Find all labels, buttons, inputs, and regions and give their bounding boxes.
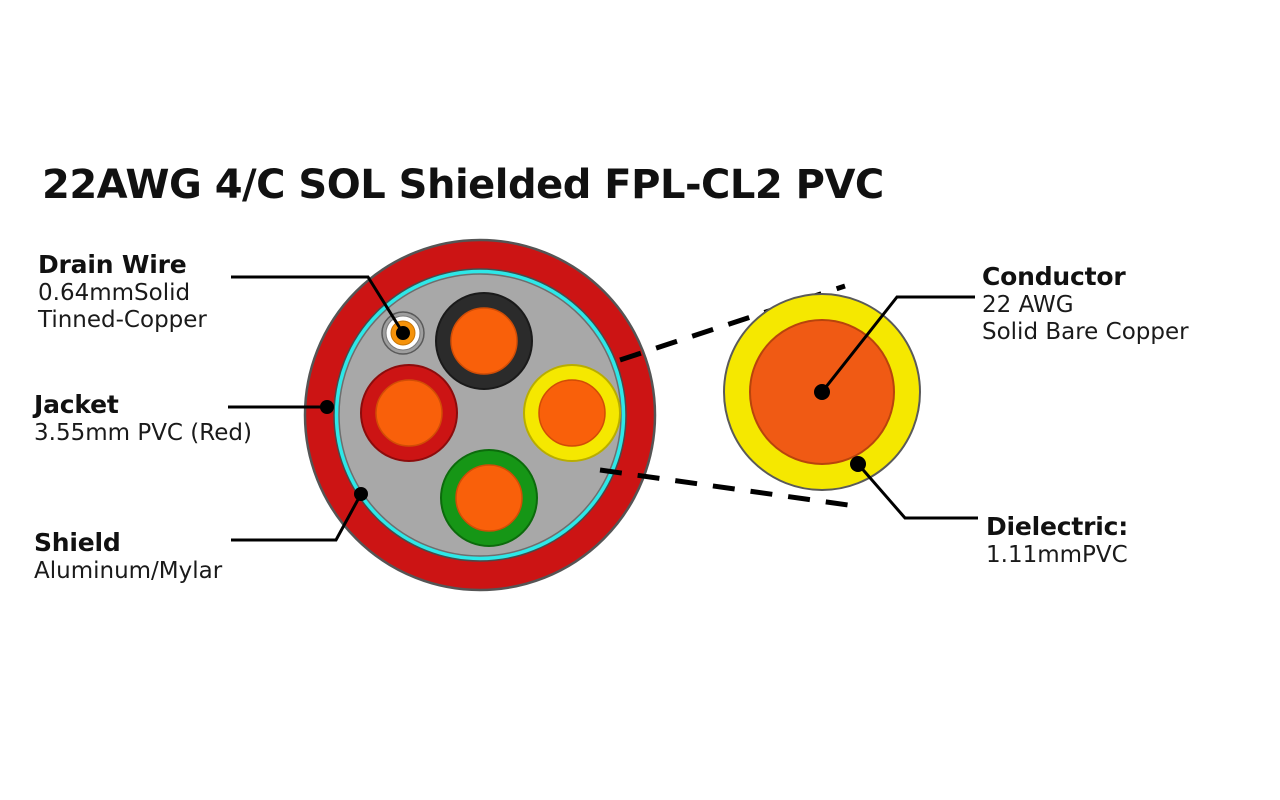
label-conductor-line2: Solid Bare Copper <box>982 319 1189 346</box>
yellow-conductor-core <box>538 379 606 447</box>
main-cable-group <box>303 238 657 592</box>
label-jacket: Jacket 3.55mm PVC (Red) <box>34 390 252 447</box>
label-shield: Shield Aluminum/Mylar <box>34 528 222 585</box>
label-drain-wire-title: Drain Wire <box>38 250 187 279</box>
label-drain-wire-line1: 0.64mmSolid <box>38 279 191 306</box>
page-title: 22AWG 4/C SOL Shielded FPL-CL2 PVC <box>42 162 884 208</box>
leader-dielectric <box>850 456 978 520</box>
label-dielectric-line1: 1.11mmPVC <box>986 541 1128 568</box>
label-conductor: Conductor 22 AWG Solid Bare Copper <box>982 262 1189 347</box>
black-conductor-core <box>450 307 518 375</box>
black-conductor <box>435 292 533 390</box>
leader-shield <box>231 487 368 542</box>
label-shield-title: Shield <box>34 528 121 557</box>
label-jacket-title: Jacket <box>34 390 119 419</box>
yellow-conductor <box>523 364 621 462</box>
red-conductor-core <box>375 379 443 447</box>
label-dielectric: Dielectric: 1.11mmPVC <box>986 512 1128 569</box>
label-jacket-line1: 3.55mm PVC (Red) <box>34 419 252 446</box>
label-drain-wire-line2: Tinned-Copper <box>38 307 207 334</box>
label-drain-wire: Drain Wire 0.64mmSolid Tinned-Copper <box>38 250 207 335</box>
green-conductor <box>440 449 538 547</box>
label-conductor-title: Conductor <box>982 262 1126 291</box>
label-shield-line1: Aluminum/Mylar <box>34 557 223 584</box>
leader-jacket <box>228 400 334 414</box>
leader-conductor <box>814 295 975 400</box>
red-conductor <box>360 364 458 462</box>
callout-dashed-lower <box>599 467 856 509</box>
leader-drain-wire <box>231 275 410 340</box>
label-dielectric-title: Dielectric: <box>986 512 1129 541</box>
green-conductor-core <box>455 464 523 532</box>
label-conductor-line1: 22 AWG <box>982 291 1074 318</box>
